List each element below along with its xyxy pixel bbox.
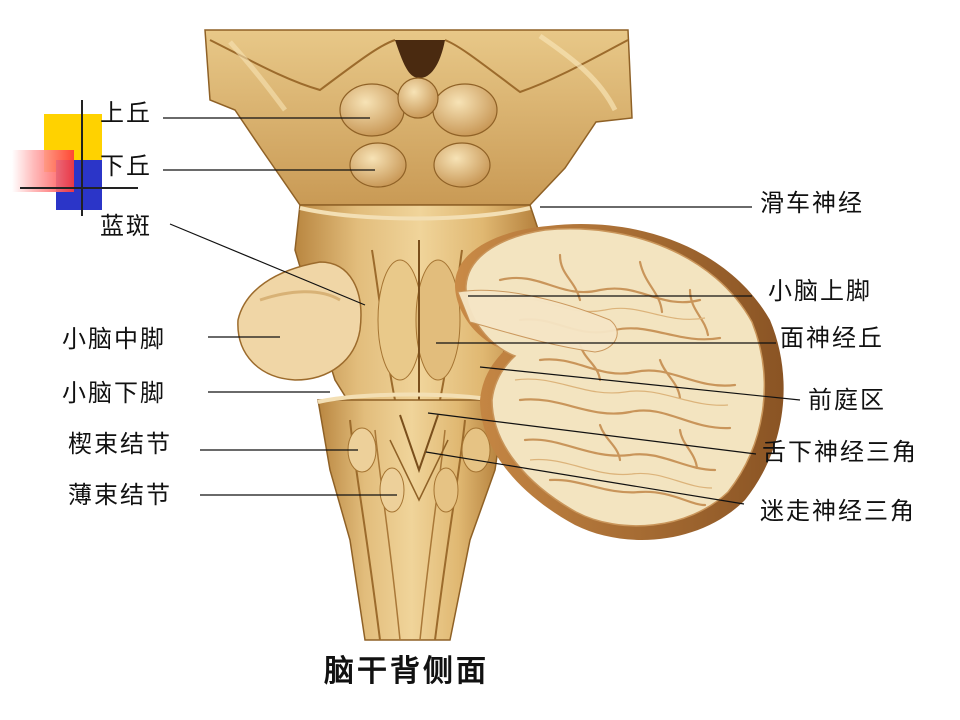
medulla [317,392,506,641]
leader-vestibular-area [479,366,801,401]
label-inferior-colliculus: 下丘 [100,152,152,180]
leader-lines [163,117,801,505]
label-facial-colliculus: 面神经丘 [780,324,884,352]
colliculi [339,77,498,188]
deco-red-square [12,150,74,192]
deco-horizontal-line [20,187,138,189]
label-vestibular-area: 前庭区 [808,386,886,414]
label-cuneate-tubercle: 楔束结节 [68,430,172,458]
leader-locus-coeruleus [169,223,366,306]
label-locus-coeruleus: 蓝斑 [100,212,152,240]
label-middle-cerebellar-peduncle: 小脑中脚 [62,325,166,353]
leader-hypoglossal-trigone [427,412,757,455]
label-trochlear-nerve: 滑车神经 [760,189,864,217]
middle-cerebellar-peduncle-shape [237,261,362,381]
label-superior-colliculus: 上丘 [100,99,152,127]
label-inferior-cerebellar-peduncle: 小脑下脚 [62,379,166,407]
label-hypoglossal-trigone: 舌下神经三角 [762,438,918,466]
leader-vagal-trigone [425,451,745,505]
label-gracile-tubercle: 薄束结节 [68,481,172,509]
label-vagal-trigone: 迷走神经三角 [760,497,916,525]
cerebellum-section [455,224,784,540]
label-superior-cerebellar-peduncle: 小脑上脚 [768,277,872,305]
deco-vertical-line [81,100,83,216]
figure-caption: 脑干背侧面 [324,654,489,689]
